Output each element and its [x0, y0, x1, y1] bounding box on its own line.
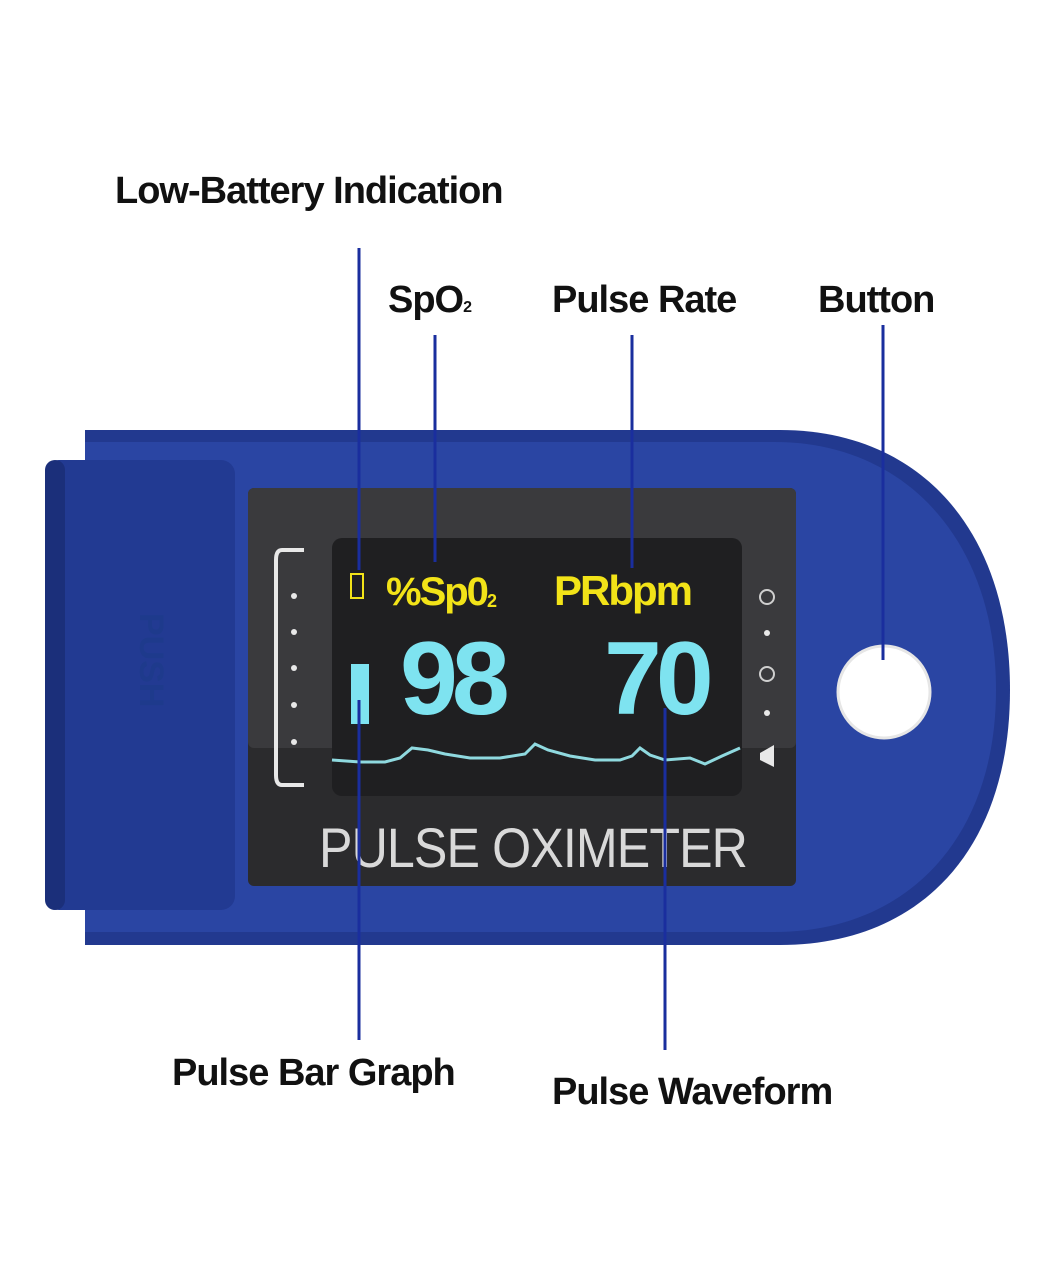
pulse-bar-graph-callout: Pulse Bar Graph [172, 1052, 455, 1094]
lcd-spo2-label: %Sp02 [386, 570, 497, 614]
left-indicator-dots [291, 593, 297, 745]
pulse-rate-callout: Pulse Rate [552, 279, 736, 321]
lcd-pr-label: PRbpm [554, 567, 691, 614]
right-indicator-icons [759, 589, 775, 767]
pulse-waveform-callout: Pulse Waveform [552, 1071, 832, 1113]
oximeter-device: PUSH %Sp02 PRbpm [45, 430, 1010, 945]
callout-lines [357, 248, 885, 1050]
screen-bracket [274, 548, 304, 787]
pulse-rate-value: 70 [604, 621, 710, 737]
brand-label: PULSE OXIMETER [319, 816, 747, 879]
push-label: PUSH [132, 613, 170, 707]
button-callout: Button [818, 279, 934, 321]
device-grip-edge [45, 460, 65, 910]
low-battery-callout: Low-Battery Indication [115, 170, 503, 212]
lcd-display [332, 538, 742, 796]
spo2-value: 98 [400, 621, 507, 737]
mode-icon [759, 666, 775, 682]
speaker-icon [760, 745, 774, 767]
power-icon [759, 589, 775, 605]
pulse-bar-graph [351, 664, 369, 724]
pulse-waveform [331, 742, 741, 766]
battery-icon [350, 573, 364, 599]
callout-labels: Low-Battery Indication SpO2 Pulse Rate B… [115, 170, 935, 1113]
spo2-callout: SpO2 [388, 279, 472, 321]
device-grip [45, 460, 235, 910]
